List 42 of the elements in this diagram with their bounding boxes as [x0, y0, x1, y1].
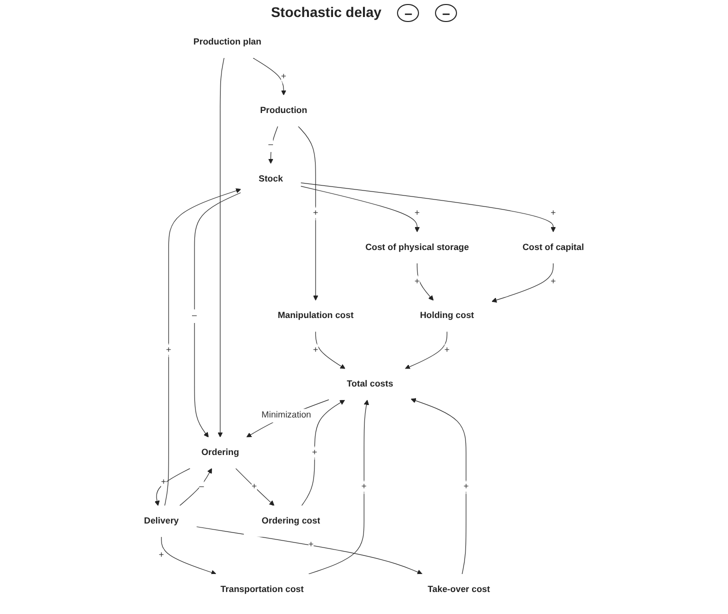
edge-label: – — [268, 138, 274, 152]
edge-label: + — [312, 447, 318, 458]
variable-label: Ordering cost — [262, 514, 320, 528]
edge-label: + — [308, 539, 314, 550]
edge-label: + — [166, 344, 172, 355]
loop-polarity-sign: – — [397, 4, 420, 22]
edge-label: + — [444, 344, 450, 355]
arrow — [235, 468, 274, 506]
arrow — [301, 400, 345, 506]
delay-note: Stochastic delay — [270, 4, 382, 22]
edge-label: + — [281, 71, 286, 82]
arrow — [268, 126, 278, 164]
edge-label: Minimization — [262, 408, 312, 422]
edge-label: + — [414, 276, 420, 286]
edge-label: + — [313, 208, 318, 218]
loop-polarity-sign: – — [435, 4, 458, 22]
edge-label: + — [361, 482, 367, 492]
arrow — [410, 398, 466, 574]
arrow — [196, 526, 422, 575]
edge-label: + — [550, 208, 556, 218]
arrow — [300, 182, 556, 232]
arrow — [252, 58, 286, 96]
arrow — [492, 262, 554, 303]
arrow — [300, 186, 420, 232]
arrow — [298, 126, 318, 301]
arrow — [218, 58, 224, 438]
arrow — [416, 262, 434, 301]
edge-label: + — [313, 344, 318, 355]
edge-label: – — [192, 309, 197, 323]
arrow — [179, 468, 212, 506]
edge-label: + — [414, 208, 420, 218]
edge-label: + — [550, 276, 556, 286]
arrow — [315, 331, 346, 370]
arrow — [404, 331, 448, 370]
edge-label: + — [161, 476, 166, 487]
edge-label: + — [463, 482, 469, 492]
arrow — [154, 468, 190, 506]
arrow — [161, 536, 216, 575]
arrow — [164, 188, 241, 506]
arrow — [308, 400, 370, 574]
arrow — [194, 192, 242, 438]
edge-label: + — [252, 482, 257, 492]
